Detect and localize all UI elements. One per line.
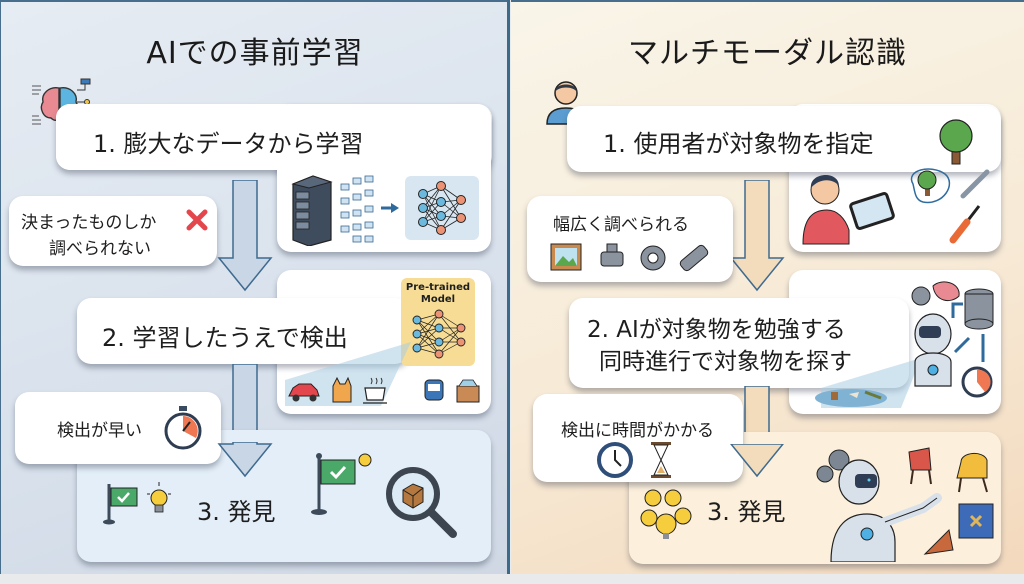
step2-label-line2: 同時進行で対象物を探す bbox=[599, 349, 852, 375]
car-icon bbox=[288, 383, 320, 402]
picture-frame-icon bbox=[550, 243, 582, 271]
step1-label: 1. 膨大なデータから学習 bbox=[93, 130, 364, 158]
coffee-cup-icon bbox=[363, 377, 387, 404]
step3-label: 3. 発見 bbox=[707, 498, 786, 526]
right-panel-multimodal: マルチモーダル認識 1. 使用者が対象物を指定 幅広く調べられる bbox=[511, 0, 1024, 574]
slow-detection-note-card: 検出に時間がかかる bbox=[533, 394, 743, 482]
limitation-note-line1: 決まったものしか bbox=[21, 213, 157, 233]
detected-objects-row bbox=[288, 376, 480, 404]
various-objects-icons bbox=[550, 243, 709, 272]
tree-icon bbox=[939, 119, 973, 165]
flow-arrow-2-head bbox=[217, 442, 273, 478]
panel-divider bbox=[507, 0, 510, 574]
gear-icon bbox=[640, 245, 666, 271]
slow-detection-note-label: 検出に時間がかかる bbox=[561, 421, 714, 441]
pretrained-model-line2: Model bbox=[420, 294, 456, 305]
multiple-lightbulbs-icon bbox=[640, 489, 692, 539]
speed-note-card: 検出が早い bbox=[15, 392, 221, 464]
hourglass-icon bbox=[651, 442, 671, 478]
limitation-note-card: 決まったものしか 調べられない bbox=[9, 196, 217, 266]
cat-icon bbox=[332, 376, 352, 403]
magnifier-icon bbox=[386, 467, 457, 538]
limitation-note-line2: 調べられない bbox=[49, 239, 151, 259]
step1-label: 1. 使用者が対象物を指定 bbox=[603, 130, 874, 158]
step2-label-line1: 2. AIが対象物を勉強する bbox=[587, 317, 846, 343]
bus-icon bbox=[424, 379, 444, 401]
neural-network-icon bbox=[412, 309, 466, 359]
server-to-neural-network-icon bbox=[291, 175, 479, 246]
step1-card bbox=[567, 106, 1001, 172]
pretrained-model-badge: Pre-trained Model bbox=[401, 278, 475, 366]
stopwatch-icon bbox=[164, 406, 202, 450]
pretrained-model-line1: Pre-trained bbox=[405, 282, 471, 293]
flow-arrow-1 bbox=[217, 180, 273, 292]
clock-icon bbox=[597, 442, 633, 478]
right-panel-title: マルチモーダル認識 bbox=[628, 36, 907, 71]
cross-icon bbox=[186, 209, 208, 231]
user-selecting-target-illustration bbox=[802, 168, 990, 245]
flow-arrow-1 bbox=[729, 180, 785, 292]
flexibility-note-card: 幅広く調べられる bbox=[527, 196, 733, 282]
step2-label: 2. 学習したうえで検出 bbox=[102, 324, 348, 352]
motor-part-icon bbox=[679, 244, 709, 272]
step2-card bbox=[569, 298, 909, 388]
box-icon bbox=[456, 379, 480, 403]
flag-icon bbox=[311, 453, 372, 515]
flow-arrow-2-head bbox=[730, 444, 784, 478]
robot-pointing-illustration bbox=[816, 447, 994, 562]
step2-card bbox=[77, 298, 409, 364]
clock-and-hourglass-icons bbox=[597, 442, 671, 478]
speed-note-label: 検出が早い bbox=[57, 421, 142, 441]
step3-label: 3. 発見 bbox=[197, 498, 276, 526]
robot-learning-illustration bbox=[815, 281, 994, 408]
step1-card-cover bbox=[56, 104, 296, 170]
flag-and-bulb-icon bbox=[103, 482, 171, 525]
left-panel-pretraining: AIでの事前学習 1. 膨大なデータから学習 bbox=[0, 0, 508, 574]
left-panel-title: AIでの事前学習 bbox=[146, 36, 364, 71]
meat-grinder-icon bbox=[600, 243, 624, 267]
flexibility-note-label: 幅広く調べられる bbox=[553, 215, 689, 235]
